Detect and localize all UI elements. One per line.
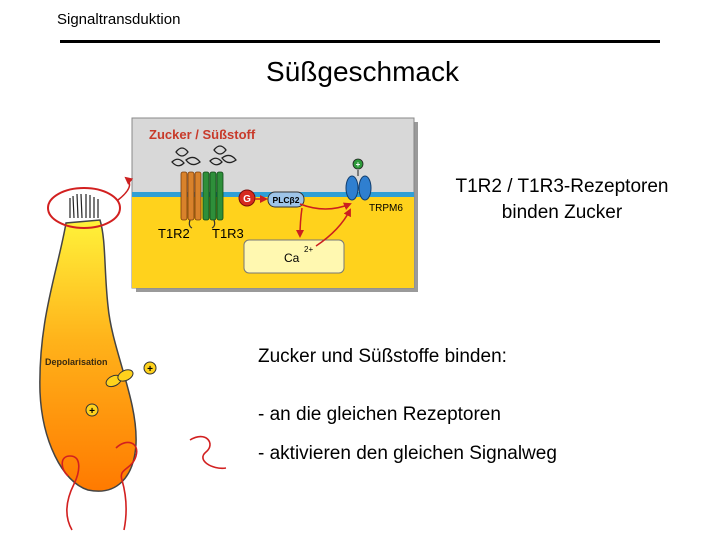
plus-ion-label: + [356,160,361,169]
t1r2-receptor-icon [181,172,201,220]
receptor-note-line-2: binden Zucker [412,200,712,226]
receptor-note-line-1: T1R2 / T1R3-Rezeptoren [412,174,712,200]
calcium-label: Ca [284,251,300,265]
plcb2-label: PLCβ2 [273,195,300,205]
depolarisation-label: Depolarisation [45,357,108,367]
calcium-charge: 2+ [304,245,313,254]
nerve-fiber-3 [190,437,226,469]
plus-ion-outside-label: + [147,364,153,375]
t1r3-receptor-icon [203,172,223,220]
ligand-label: Zucker / Süßstoff [149,127,256,142]
t1r3-label: T1R3 [212,226,244,241]
t1r2-label: T1R2 [158,226,190,241]
summary-point: - an die gleichen Rezeptoren [258,404,501,426]
receptor-note: T1R2 / T1R3-Rezeptoren binden Zucker [412,174,712,226]
summary-heading: Zucker und Süßstoffe binden: [258,346,507,368]
g-protein-label: G [243,194,251,205]
cell-body [40,220,136,491]
summary-point: - aktivieren den gleichen Signalweg [258,443,557,465]
receptor-inset: Zucker / Süßstoff T1R2 T1R3 G [132,118,418,292]
trpm-label: TRPM6 [369,203,403,214]
plus-ion-inside-label: + [89,406,95,417]
microvilli [70,194,98,218]
